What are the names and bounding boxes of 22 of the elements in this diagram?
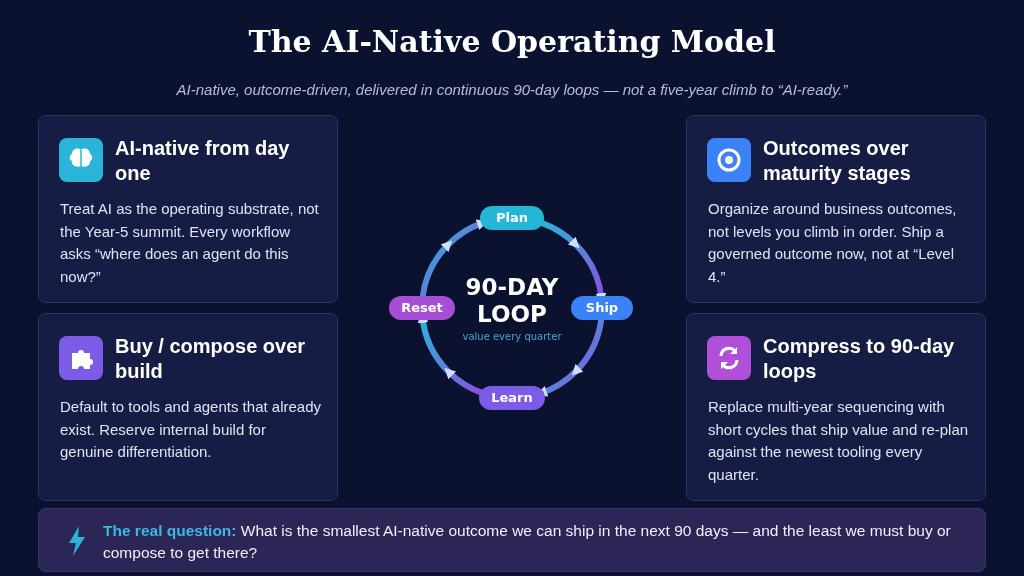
card-heading: Compress to 90-day loops bbox=[763, 334, 956, 384]
step-pill: Learn bbox=[479, 386, 545, 410]
card-background bbox=[38, 115, 338, 303]
loop-title: 90-DAY LOOP bbox=[464, 274, 560, 328]
card-heading: Outcomes over maturity stages bbox=[763, 136, 912, 186]
card-text: Default to tools and agents that already exist. Reserve internal build for genuine differentiation. bbox=[60, 397, 322, 462]
card-text: Replace multi-year sequencing with short cycles that ship value and re-plan against the newest tooling every quarter. bbox=[708, 397, 970, 485]
title: The AI-Native Operating Model bbox=[247, 24, 777, 59]
card-heading: AI-native from day one bbox=[115, 136, 291, 186]
step-pill: Reset bbox=[389, 296, 455, 320]
step-pill: Plan bbox=[480, 206, 544, 230]
card-heading: Buy / compose over build bbox=[115, 334, 307, 384]
step-pill: Ship bbox=[571, 296, 633, 320]
card-background bbox=[38, 313, 338, 501]
question-text: The real question: What is the smallest AI-native outcome we can ship in the next 90 days — and the least we must buy or compose to get there? bbox=[103, 521, 952, 563]
card-text: Organize around business outcomes, not levels you climb in order. Ship a governed outcome now, not at “Level 4.” bbox=[708, 199, 958, 287]
banner-background bbox=[38, 508, 986, 572]
loop-subtitle: value every quarter bbox=[461, 331, 563, 342]
card-background bbox=[686, 115, 986, 303]
card-text: Treat AI as the operating substrate, not the Year-5 summit. Every workflow asks “where does an agent do this now?” bbox=[60, 199, 320, 287]
subtitle: AI-native, outcome-driven, delivered in continuous 90-day loops — not a five-year climb to “AI-ready.” bbox=[175, 81, 849, 98]
card-background bbox=[686, 313, 986, 501]
